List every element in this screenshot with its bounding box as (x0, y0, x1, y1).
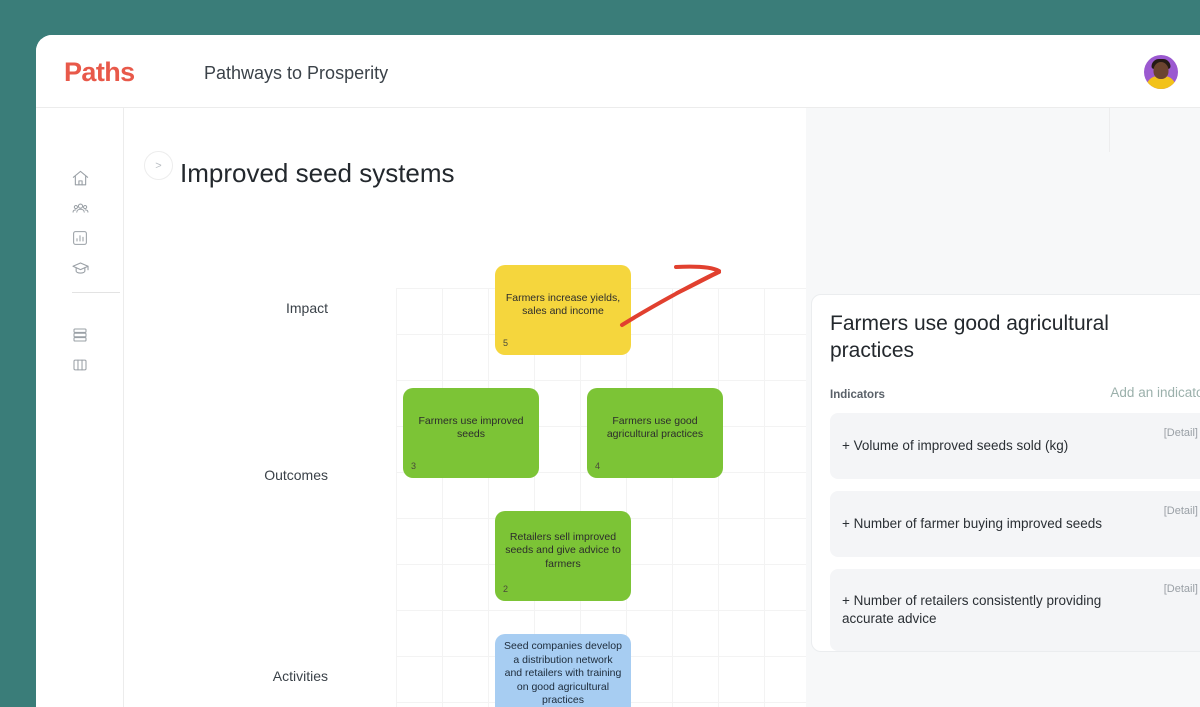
sidebar-divider (72, 292, 120, 293)
indicator-detail-link-1[interactable]: [Detail] (1163, 427, 1198, 439)
node-card-2[interactable]: Retailers sell improved seeds and give a… (495, 511, 631, 601)
node-card-5[interactable]: Farmers increase yields, sales and incom… (495, 265, 631, 355)
home-icon (71, 169, 90, 188)
chevron-right-icon: > (155, 159, 162, 172)
node-card-1[interactable]: Seed companies develop a distribution ne… (495, 634, 631, 707)
sidebar (36, 108, 124, 707)
avatar-shirt (1146, 76, 1176, 89)
indicator-text-2: Number of farmer buying improved seeds (853, 515, 1103, 531)
node-number-4: 4 (595, 461, 601, 472)
node-text-3: Farmers use improved seeds (418, 414, 524, 440)
row-label-impact: Impact (285, 300, 328, 316)
indicator-row-1[interactable]: + Volume of improved seeds sold (kg) [De… (830, 413, 1200, 479)
indicator-text-3: Number of retailers consistently providi… (842, 592, 1102, 626)
app-window: Paths Pathways to Prosperity (36, 35, 1200, 707)
avatar[interactable] (1144, 55, 1178, 89)
indicator-bullet-1: + (842, 437, 850, 453)
indicator-row-3[interactable]: + Number of retailers consistently provi… (830, 569, 1200, 651)
node-card-4[interactable]: Farmers use good agricultural practices … (587, 388, 723, 478)
node-number-2: 2 (503, 584, 509, 595)
top-bar: Paths Pathways to Prosperity (36, 35, 1200, 108)
add-indicator-link[interactable]: Add an indicator (1110, 385, 1200, 400)
app-logo[interactable]: Paths (64, 57, 135, 87)
indicator-bullet-2: + (842, 515, 850, 531)
sidebar-collapse-button[interactable]: > (144, 151, 173, 180)
node-text-5: Farmers increase yields, sales and incom… (505, 291, 621, 317)
sidebar-item-people[interactable] (62, 190, 98, 226)
panel-header-divider (1109, 108, 1110, 152)
row-label-activities: Activities (272, 668, 328, 684)
node-number-3: 3 (411, 461, 417, 472)
project-title: Pathways to Prosperity (204, 63, 389, 83)
sidebar-item-learning[interactable] (62, 250, 98, 286)
page-title: Improved seed systems (180, 158, 455, 188)
node-text-4: Farmers use good agricultural practices (606, 414, 704, 440)
indicator-label-2: + Number of farmer buying improved seeds (842, 515, 1132, 533)
sidebar-item-data[interactable] (62, 317, 98, 353)
indicator-bullet-3: + (842, 592, 850, 608)
sidebar-item-reports[interactable] (62, 220, 98, 256)
indicator-label-1: + Volume of improved seeds sold (kg) (842, 437, 1132, 455)
columns-icon (71, 356, 89, 374)
indicator-row-2[interactable]: + Number of farmer buying improved seeds… (830, 491, 1200, 557)
bar-chart-icon (71, 229, 89, 247)
graduation-cap-icon (71, 259, 90, 278)
indicator-detail-link-2[interactable]: [Detail] (1163, 505, 1198, 517)
indicator-detail-link-3[interactable]: [Detail] (1163, 583, 1198, 595)
node-text-2: Retailers sell improved seeds and give a… (505, 530, 621, 570)
node-card-3[interactable]: Farmers use improved seeds 3 (403, 388, 539, 478)
indicator-label-3: + Number of retailers consistently provi… (842, 592, 1132, 628)
theory-of-change-canvas[interactable]: Improved seed systems Impact Outcomes Ac… (124, 108, 806, 707)
row-label-outcomes: Outcomes (264, 467, 328, 483)
indicator-text-1: Volume of improved seeds sold (kg) (853, 437, 1069, 453)
sidebar-item-home[interactable] (62, 160, 98, 196)
detail-card-title: Farmers use good agricultural practices (830, 312, 1109, 362)
indicators-label: Indicators (830, 389, 885, 401)
people-icon (71, 199, 90, 218)
detail-card: Farmers use good agricultural practices … (811, 294, 1200, 652)
avatar-face (1153, 62, 1169, 79)
node-number-5: 5 (503, 338, 509, 349)
sidebar-item-board[interactable] (62, 347, 98, 383)
node-text-1: Seed companies develop a distribution ne… (504, 640, 622, 707)
database-icon (71, 326, 89, 344)
